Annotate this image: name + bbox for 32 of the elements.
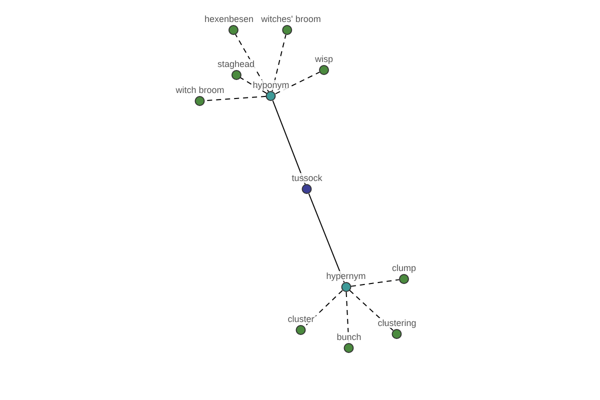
node-label: clustering <box>376 318 418 328</box>
node-label: witch broom <box>174 85 226 95</box>
node-label: tussock <box>290 173 324 183</box>
graph-node <box>376 318 418 339</box>
connector-line <box>349 290 394 332</box>
graph-node <box>336 332 362 353</box>
node-label: wisp <box>314 54 334 64</box>
graph-node <box>286 314 316 335</box>
graph-node <box>174 85 226 106</box>
connector-line <box>308 193 345 283</box>
node-label: staghead <box>216 59 256 69</box>
graph-node <box>216 59 256 80</box>
graph-node <box>314 54 334 75</box>
connector-line <box>272 34 286 92</box>
node-label: clump <box>391 263 417 273</box>
connector-line <box>204 96 266 102</box>
node-label: hypernym <box>325 271 367 281</box>
node-label: hyponym <box>252 80 290 90</box>
node-label: witches' broom <box>260 14 322 24</box>
node-label: hexenbesen <box>203 14 255 24</box>
connector-line <box>350 279 400 287</box>
graph-node <box>252 80 290 101</box>
connector-line <box>240 77 268 94</box>
node-label: bunch <box>336 332 362 342</box>
graph-node <box>325 271 367 292</box>
connector-line <box>235 34 269 92</box>
connector-line <box>275 72 320 94</box>
connector-line <box>304 290 343 328</box>
graph-node <box>391 263 417 284</box>
graph-node <box>290 173 324 194</box>
connector-line <box>272 100 306 185</box>
node-label: cluster <box>286 314 316 324</box>
